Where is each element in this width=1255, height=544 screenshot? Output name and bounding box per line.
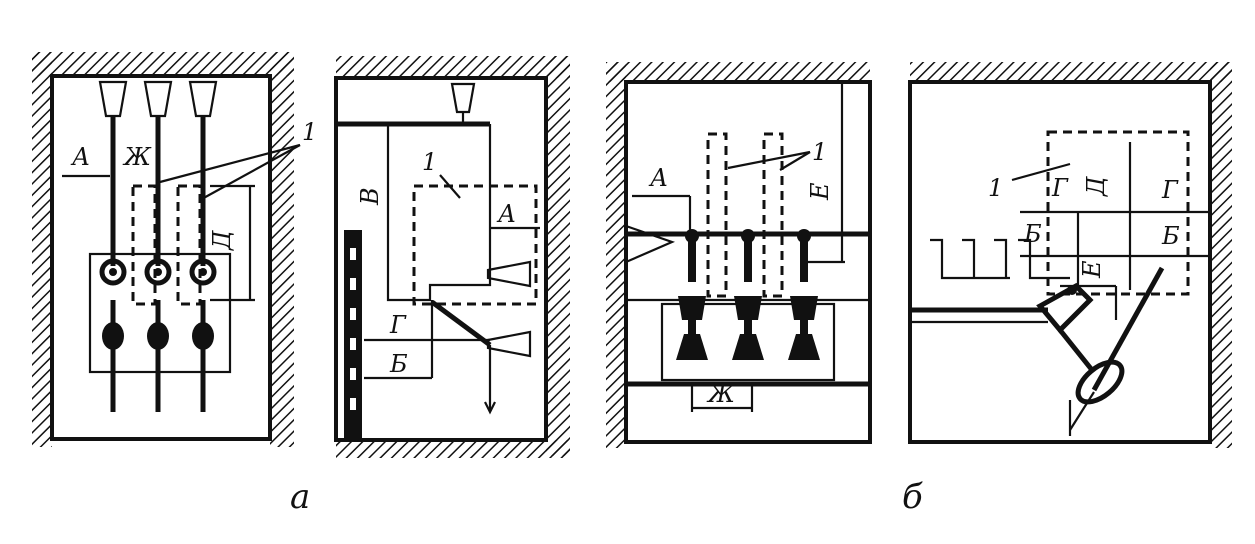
bushing-insulators <box>98 80 218 118</box>
label-1: 1 <box>812 138 827 166</box>
hatched-wall-top <box>32 52 294 76</box>
hatched-floor <box>336 440 570 458</box>
compartment <box>386 124 492 302</box>
label-g1: Г <box>1051 174 1069 202</box>
terminal-1 <box>99 258 127 286</box>
hatched-wall-top <box>910 62 1232 82</box>
label-zh: Ж <box>706 380 736 408</box>
terminal-2 <box>144 258 172 286</box>
label-1: 1 <box>422 148 437 176</box>
label-b1: Б <box>1023 220 1042 248</box>
label-b2: Б <box>1161 222 1180 250</box>
hatched-wall-right <box>1210 62 1232 448</box>
hatched-wall-right <box>546 56 570 456</box>
blade-insulator <box>1075 359 1125 405</box>
hatched-wall-right <box>270 52 294 447</box>
panel-frame <box>908 80 1212 444</box>
label-zh: Ж <box>122 143 152 171</box>
hatched-wall-left <box>606 62 626 448</box>
panel-b-front: А 1 Е Ж <box>606 62 872 448</box>
switch-blade <box>1091 266 1165 392</box>
label-g2: Г <box>1161 176 1179 204</box>
label-e: Е <box>806 182 834 201</box>
label-a: А <box>496 200 516 228</box>
label-v: В <box>356 187 384 206</box>
hatched-wall-top <box>336 56 570 78</box>
label-a: А <box>648 164 668 192</box>
entry-insulator <box>624 224 676 264</box>
comb <box>930 238 1070 280</box>
dashed-zone-1 <box>131 184 157 306</box>
dashed-zone-2 <box>176 184 202 306</box>
rail <box>344 230 362 440</box>
leader-1a <box>159 143 301 184</box>
caption-b: б <box>902 477 923 517</box>
label-a: А <box>70 143 90 171</box>
leader-1b <box>199 144 301 201</box>
label-d: Д <box>208 230 236 251</box>
dashed-zone <box>412 184 538 306</box>
label-1: 1 <box>302 118 317 146</box>
hatched-wall-top <box>606 62 870 82</box>
label-b: Б <box>389 350 408 378</box>
label-1: 1 <box>988 174 1003 202</box>
panel-a-side: В 1 А Г Б <box>334 56 570 458</box>
insulator-top <box>486 260 532 288</box>
caption-a: а <box>290 477 310 517</box>
panel-a-front: А Ж Д 1 <box>32 52 317 447</box>
insulator-columns <box>676 229 820 360</box>
switch-blade <box>430 299 492 348</box>
label-g: Г <box>389 311 407 339</box>
label-e: Е <box>1078 260 1106 279</box>
panel-frame <box>334 76 548 442</box>
panel-frame <box>50 74 272 441</box>
terminal-3 <box>189 258 217 286</box>
panel-b-side: 1 Г Д Г Б Е Б <box>908 62 1232 448</box>
label-d: Д <box>1082 176 1110 197</box>
bushing <box>450 82 476 114</box>
arm-insulator <box>1036 282 1094 334</box>
hatched-wall-left <box>32 52 52 447</box>
